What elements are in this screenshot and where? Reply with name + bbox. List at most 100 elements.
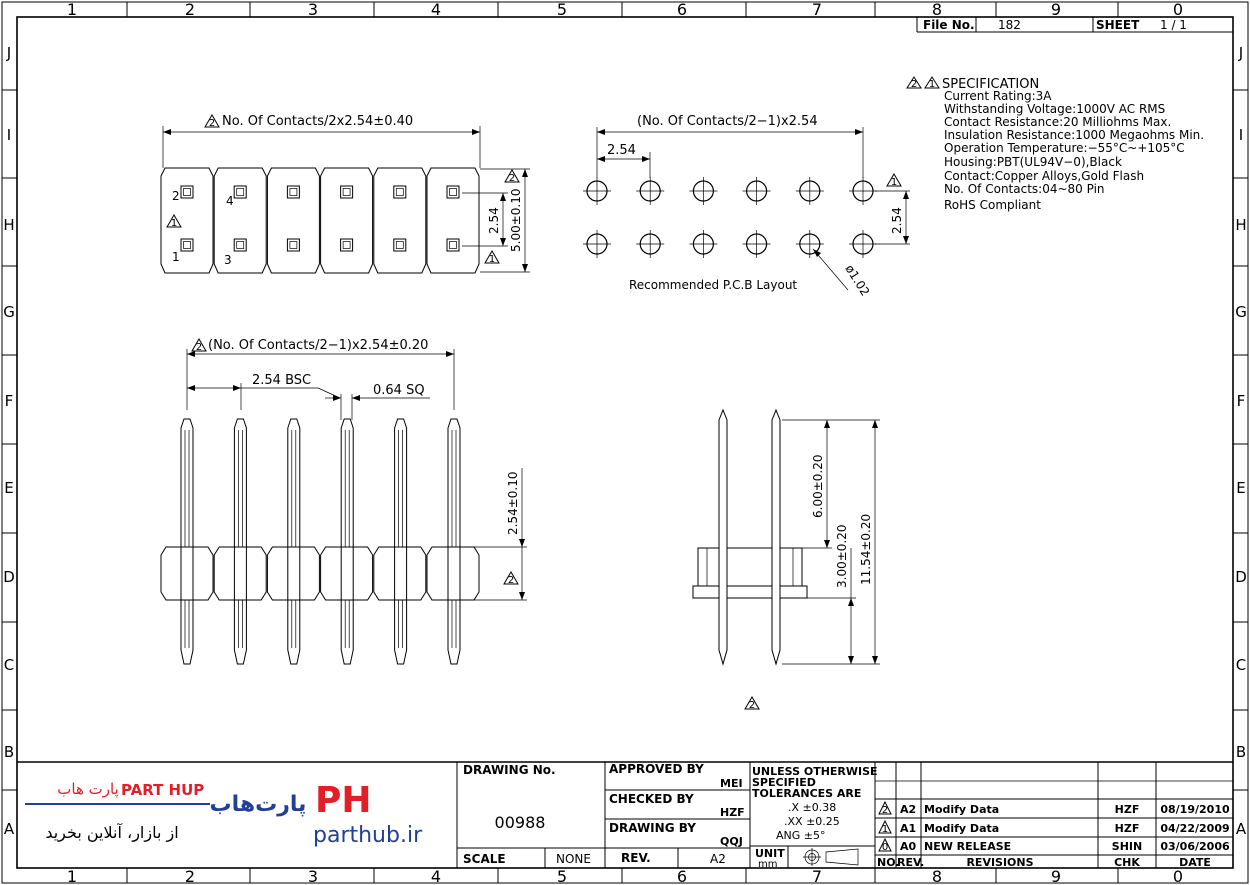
projection-symbol-icon xyxy=(803,848,859,866)
revision-chk: SHIN xyxy=(1112,840,1142,853)
pin-square-inner xyxy=(183,188,191,196)
col-num: 9 xyxy=(1051,867,1061,885)
scale-value: NONE xyxy=(556,852,591,866)
file-number-box: File No. 182 SHEET 1 / 1 xyxy=(916,17,1233,33)
column-ticks xyxy=(126,2,1119,883)
rev-header-date: DATE xyxy=(1179,856,1211,869)
col-num: 7 xyxy=(812,0,822,19)
column-numbers-top: 1 2 3 4 5 6 7 8 9 0 xyxy=(67,0,1183,19)
housing-segment xyxy=(213,167,267,274)
pin-square xyxy=(393,185,407,199)
revision-rev: A1 xyxy=(900,822,916,835)
row-letter: I xyxy=(1239,126,1243,144)
pcb-row-dimension: 2.54 xyxy=(890,207,904,234)
col-num: 1 xyxy=(67,867,77,885)
col-num: 6 xyxy=(677,867,687,885)
row-letter: C xyxy=(4,656,14,674)
column-numbers-bottom: 1 2 3 4 5 6 7 8 9 0 xyxy=(67,867,1183,885)
col-num: 0 xyxy=(1173,867,1183,885)
row-letter: E xyxy=(4,479,13,497)
front-pin-section xyxy=(233,546,247,601)
revision-text: Modify Data xyxy=(924,803,999,816)
drawing-no-value: 00988 xyxy=(495,813,546,832)
front-pins xyxy=(160,418,480,665)
rev-header-rev: REV. xyxy=(897,856,924,869)
pin-square-inner xyxy=(342,241,351,249)
row-letter: E xyxy=(1236,479,1245,497)
side-pin xyxy=(718,408,728,666)
col-num: 8 xyxy=(932,0,942,19)
col-num: 4 xyxy=(431,867,441,885)
pin-square xyxy=(286,238,300,252)
pin-square-inner xyxy=(236,241,245,249)
revision-date: 03/06/2006 xyxy=(1160,840,1230,853)
revision-rev: A2 xyxy=(900,803,916,816)
front-pin-section xyxy=(180,546,194,601)
rev-label: REV. xyxy=(621,851,651,865)
side-upper-dimension: 6.00±0.20 xyxy=(811,455,825,519)
row-letter: D xyxy=(3,568,15,586)
front-pin xyxy=(394,418,408,665)
housing-segment xyxy=(373,167,427,274)
svg-text:2: 2 xyxy=(882,805,888,816)
top-height-dimension: 5.00±0.10 xyxy=(509,189,523,253)
pin-square-inner xyxy=(395,241,404,249)
rev-triangle-icon: 1 xyxy=(924,76,940,90)
front-height-dimension: 2.54±0.10 xyxy=(506,472,520,536)
pin-square-inner xyxy=(289,241,298,249)
pin-square-inner xyxy=(395,188,404,196)
side-view: 6.00±0.20 3.00±0.20 11.54±0.20 xyxy=(692,408,880,666)
row-letter: C xyxy=(1236,656,1246,674)
pin-square xyxy=(340,238,354,252)
checked-value: HZF xyxy=(720,806,745,819)
row-letter: G xyxy=(3,303,15,321)
front-pin xyxy=(233,418,247,665)
row-letter: A xyxy=(1236,820,1247,838)
col-num: 4 xyxy=(431,0,441,19)
pin-square-inner xyxy=(342,188,351,196)
spec-line: Contact:Copper Alloys,Gold Flash xyxy=(944,169,1144,183)
col-num: 3 xyxy=(308,0,318,19)
svg-text:2: 2 xyxy=(749,700,755,711)
drawing-by-label: DRAWING BY xyxy=(609,821,696,835)
drawing-by-value: QQJ xyxy=(720,835,743,848)
pcb-holes xyxy=(583,177,877,258)
parthub-logo: PART HUP پارت هاب از بازار، آنلاین بخرید… xyxy=(25,780,423,848)
side-pin xyxy=(771,408,781,666)
row-ticks xyxy=(2,89,1248,791)
front-pin-section xyxy=(287,546,301,601)
row-letter: H xyxy=(1235,216,1246,234)
pin-square xyxy=(446,185,460,199)
col-num: 3 xyxy=(308,867,318,885)
spec-line: Insulation Resistance:1000 Megaohms Min. xyxy=(944,128,1204,142)
rev-triangle-icon: 2 xyxy=(906,76,922,90)
rev-triangle-icon: 1 xyxy=(166,214,182,229)
pin-square xyxy=(340,185,354,199)
row-letter: J xyxy=(1238,44,1243,62)
revision-row: 1 A1 Modify Data HZF 04/22/2009 xyxy=(878,819,1230,835)
col-num: 2 xyxy=(185,867,195,885)
unit-value: mm xyxy=(758,859,777,870)
pin-square-inner xyxy=(236,188,245,196)
col-num: 8 xyxy=(932,867,942,885)
sheet-label: SHEET xyxy=(1096,18,1140,32)
revision-date: 08/19/2010 xyxy=(1160,803,1230,816)
row-letter: G xyxy=(1235,303,1247,321)
svg-text:1: 1 xyxy=(489,254,495,265)
revision-row: 2 A2 Modify Data HZF 08/19/2010 xyxy=(878,800,1230,816)
housing-segment xyxy=(160,167,214,274)
pin-square xyxy=(286,185,300,199)
svg-text:1: 1 xyxy=(171,218,177,229)
housing-segments xyxy=(160,167,480,274)
front-pin xyxy=(447,418,461,665)
svg-text:2: 2 xyxy=(911,79,917,90)
col-num: 1 xyxy=(67,0,77,19)
tolerance-xx: .XX ±0.25 xyxy=(784,815,840,828)
front-span-dimension: (No. Of Contacts/2−1)x2.54±0.20 xyxy=(208,338,428,353)
front-sq-dimension: 0.64 SQ xyxy=(373,383,425,398)
spec-line: Contact Resistance:20 Milliohms Max. xyxy=(944,115,1171,129)
spec-line: Operation Temperature:−55°C~+105°C xyxy=(944,141,1185,155)
side-total-dimension: 11.54±0.20 xyxy=(859,514,873,585)
svg-text:2: 2 xyxy=(196,342,202,353)
rev-header-chk: CHK xyxy=(1114,856,1140,869)
